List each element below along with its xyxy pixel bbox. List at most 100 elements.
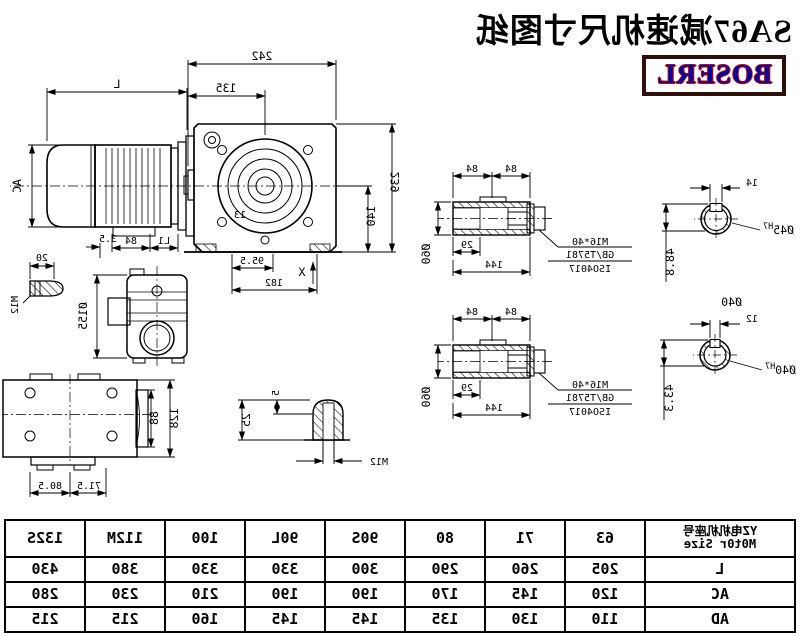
table-cell: 215 [85, 606, 165, 632]
table-cell: 380 [85, 556, 165, 582]
table-cell: 210 [165, 581, 245, 607]
dim-88: 88 [147, 411, 161, 425]
bore-section-40: 12 43.3 Ø40H7 [660, 314, 796, 420]
table-cell: 205 [565, 556, 645, 582]
table-cell: L [645, 556, 795, 582]
table-cell: 190 [245, 581, 325, 607]
table-cell: 132S [5, 520, 85, 557]
dim-95-5: 95.5 [240, 256, 264, 267]
table-cell: 80 [405, 520, 485, 557]
sleeve-detail-lower: 84 84 Ø60 29 144 M16*40 GB/T5781 ISO4017 [419, 307, 632, 419]
dim-M12: M12 [370, 457, 388, 468]
dim-128: 128 [167, 408, 181, 429]
table-cell: AC [645, 581, 795, 607]
table-header-line: M0t0r Size [683, 537, 757, 552]
dim-pin-M12: M12 [10, 296, 21, 314]
sheet-title: SA67减速机尺寸图纸 [474, 14, 792, 50]
table-cell: 145 [245, 606, 325, 632]
bore-section-45: 14 48.8 Ø45H7 Ø40 [662, 178, 794, 309]
dim-84-a: 84 [505, 164, 517, 175]
dim-242: 242 [252, 49, 273, 63]
label-bore-45: Ø45H7 [763, 222, 794, 237]
table-cell: 330 [245, 556, 325, 582]
flange-view: 3.5 Ø155 [76, 234, 188, 366]
dim-144: 144 [485, 403, 503, 414]
table-cell: 260 [485, 556, 565, 582]
dim-80-5: 80.5 [38, 481, 62, 492]
main-assembly-view: L 242 135 AC 239 140 95.5 182 X 13 L1 84 [10, 49, 402, 294]
table-cell: 90S [325, 520, 405, 557]
label-bore-40: Ø40H7 [765, 362, 796, 377]
dim-182: 182 [265, 278, 283, 289]
table-cell: 145 [485, 581, 565, 607]
dim-29: 29 [461, 383, 473, 394]
dim-84-b: 84 [466, 307, 478, 318]
dim-84-b: 84 [466, 164, 478, 175]
table-header-line: YZ电机机座号 [682, 523, 758, 538]
brand-logo-box: BOSERL [642, 55, 786, 96]
bolt-spec-line1: M16*40 [572, 380, 608, 391]
table-cell: 215 [5, 606, 85, 632]
dim-sleeve-dia: Ø60 [419, 387, 433, 408]
dim-flange-dia: Ø155 [76, 302, 90, 330]
table-cell: 71 [485, 520, 565, 557]
dim-84-motor: 84 [125, 236, 137, 247]
label-X: X [298, 265, 305, 279]
dim-43-3: 43.3 [662, 384, 676, 412]
dim-239: 239 [388, 172, 402, 193]
dim-L1: L1 [158, 236, 170, 247]
sleeve-detail-upper: 84 84 Ø60 29 144 M16*40 GB/T5781 ISO4017 [419, 164, 632, 276]
bolt-spec-line2: GB/T5781 [566, 393, 614, 404]
dim-3-5: 3.5 [99, 234, 117, 245]
dim-key-12: 12 [746, 314, 758, 325]
drawing-canvas: L 242 135 AC 239 140 95.5 182 X 13 L1 84 [2, 49, 796, 497]
top-view: 88 128 71.5 80.5 [2, 373, 181, 497]
bolt-spec-line3: ISO4017 [569, 264, 611, 275]
dim-AC: AC [10, 179, 24, 193]
table-cell: AD [645, 606, 795, 632]
bolt-spec-line1: M16*40 [572, 237, 608, 248]
table-cell: 160 [165, 606, 245, 632]
table-cell: 120 [565, 581, 645, 607]
table-cell: 110 [565, 606, 645, 632]
table-cell: 290 [405, 556, 485, 582]
dim-29: 29 [461, 240, 473, 251]
pin-detail: 20 M12 [10, 253, 64, 314]
dim-48-8: 48.8 [663, 248, 677, 276]
table-cell: 430 [5, 556, 85, 582]
table-cell: 145 [325, 606, 405, 632]
dim-25: 25 [239, 413, 253, 427]
dim-L: L [113, 77, 120, 91]
bolt-spec-line3: ISO4017 [569, 407, 611, 418]
dim-pin-20: 20 [36, 253, 48, 264]
dim-84-a: 84 [505, 307, 517, 318]
table-cell: 300 [325, 556, 405, 582]
dim-sleeve-dia: Ø60 [419, 244, 433, 265]
dim-key-14: 14 [746, 178, 758, 189]
table-cell: 330 [165, 556, 245, 582]
table-cell: 230 [85, 581, 165, 607]
label-13: 13 [234, 210, 246, 221]
table-cell: 63 [565, 520, 645, 557]
shaft-end-detail: 25 5 M12 [238, 390, 388, 468]
brand-logo-text: BOSERL [656, 59, 772, 89]
dim-71-5: 71.5 [77, 481, 101, 492]
dim-140: 140 [364, 206, 378, 227]
table-cell: 112M [85, 520, 165, 557]
dim-5: 5 [271, 390, 282, 396]
bolt-spec-line2: GB/T5781 [566, 250, 614, 261]
table-cell: 280 [5, 581, 85, 607]
label-O40-note: Ø40 [721, 295, 742, 309]
dim-135: 135 [216, 81, 237, 95]
dim-144: 144 [485, 260, 503, 271]
table-cell: 90L [245, 520, 325, 557]
table-cell: 190 [325, 581, 405, 607]
table-cell: 135 [405, 606, 485, 632]
table-cell: 100 [165, 520, 245, 557]
table-cell: 130 [485, 606, 565, 632]
